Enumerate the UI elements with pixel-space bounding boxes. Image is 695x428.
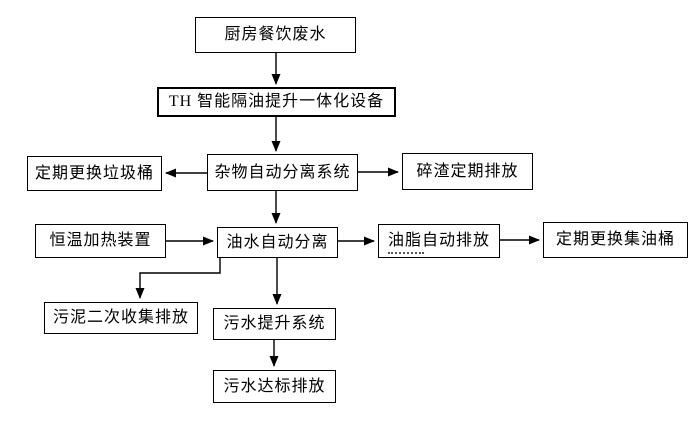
node-label: 污水达标排放 bbox=[223, 377, 326, 395]
node-label: 污水提升系统 bbox=[223, 315, 326, 332]
node-kitchen-wastewater: 厨房餐饮废水 bbox=[195, 17, 356, 53]
node-oil-water-separation: 油水自动分离 bbox=[217, 227, 338, 258]
node-label: 油脂自动排放 bbox=[387, 232, 490, 249]
node-label: 厨房餐饮废水 bbox=[224, 26, 327, 43]
arrow-oil-water-to-sludge-discharge bbox=[135, 258, 221, 299]
dotted-underline bbox=[388, 252, 424, 254]
node-debris-separation-system: 杂物自动分离系统 bbox=[207, 154, 358, 191]
node-label: TH 智能隔油提升一体化设备 bbox=[168, 93, 385, 110]
node-sewage-standard-discharge: 污水达标排放 bbox=[213, 370, 336, 403]
node-label: 碎渣定期排放 bbox=[416, 162, 519, 180]
node-sewage-lift-system: 污水提升系统 bbox=[213, 308, 336, 340]
node-label: 杂物自动分离系统 bbox=[214, 163, 351, 181]
node-label: 定期更换垃圾桶 bbox=[34, 164, 154, 182]
node-sludge-secondary-collection: 污泥二次收集排放 bbox=[44, 302, 198, 334]
node-label: 恒温加热装置 bbox=[49, 232, 152, 249]
node-replace-trash-bin: 定期更换垃圾桶 bbox=[27, 156, 162, 191]
node-heating-device: 恒温加热装置 bbox=[35, 224, 166, 258]
node-th-integrated-device: TH 智能隔油提升一体化设备 bbox=[157, 87, 396, 117]
node-grease-auto-discharge: 油脂自动排放 bbox=[378, 224, 500, 258]
node-label: 定期更换集油桶 bbox=[555, 231, 675, 248]
node-label: 污泥二次收集排放 bbox=[52, 309, 189, 326]
node-label: 油水自动分离 bbox=[226, 233, 329, 251]
node-residue-discharge: 碎渣定期排放 bbox=[402, 153, 533, 190]
node-replace-oil-bucket: 定期更换集油桶 bbox=[543, 222, 688, 258]
